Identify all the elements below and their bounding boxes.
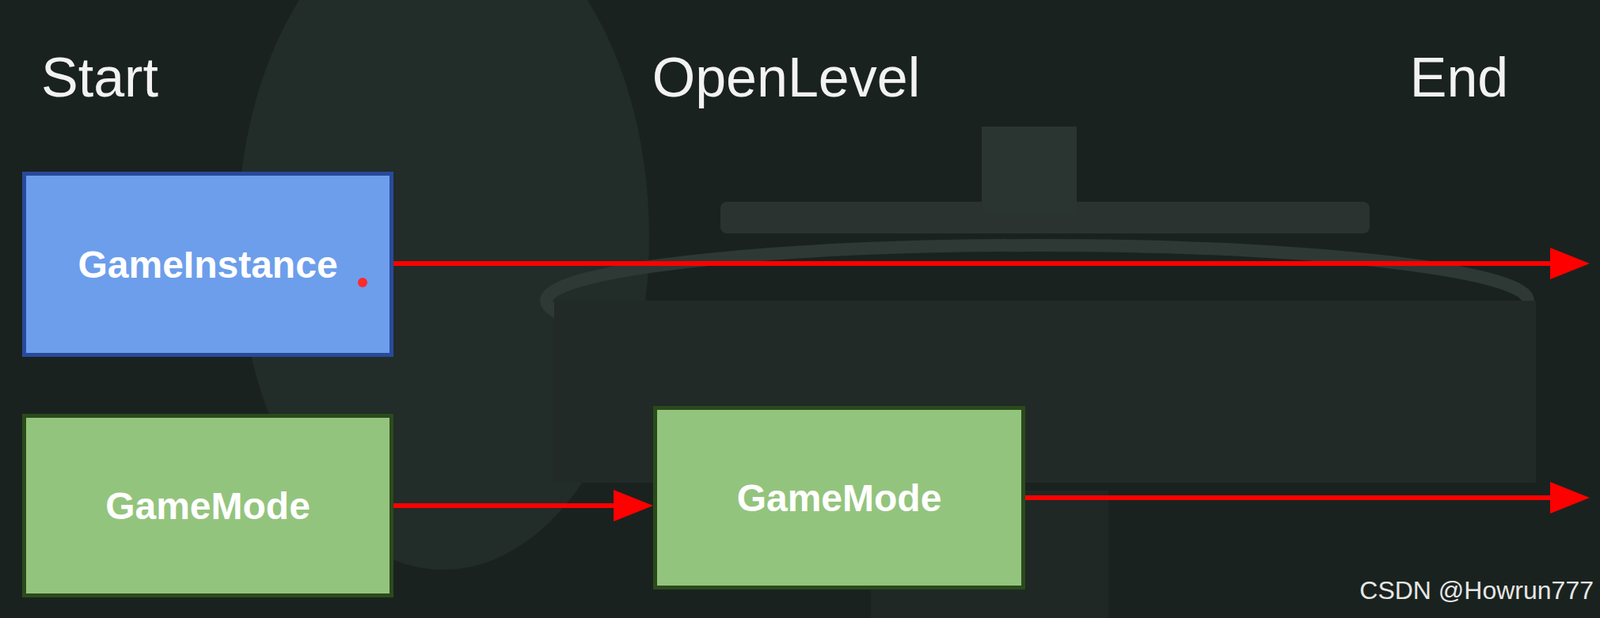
cursor-dot bbox=[357, 277, 368, 288]
arrow-head bbox=[1550, 247, 1590, 280]
arrow-line bbox=[393, 503, 618, 509]
box-label: GameInstance bbox=[77, 243, 338, 287]
box-label: GameMode bbox=[737, 476, 943, 521]
flow-arrow bbox=[393, 490, 654, 522]
process-box: GameMode bbox=[653, 406, 1026, 590]
process-box: GameInstance bbox=[22, 171, 394, 358]
timeline-arrow bbox=[1025, 495, 1552, 501]
timeline-label: End bbox=[1409, 45, 1509, 110]
timeline-label: OpenLevel bbox=[652, 45, 921, 110]
station-tower bbox=[981, 126, 1077, 214]
arrow-head bbox=[613, 490, 654, 522]
timeline-arrow bbox=[393, 261, 1552, 267]
arrow-head bbox=[1550, 482, 1590, 514]
process-box: GameMode bbox=[22, 414, 394, 598]
watermark: CSDN @Howrun777 bbox=[1359, 576, 1594, 606]
box-label: GameMode bbox=[105, 484, 311, 529]
timeline-label: Start bbox=[41, 45, 159, 110]
